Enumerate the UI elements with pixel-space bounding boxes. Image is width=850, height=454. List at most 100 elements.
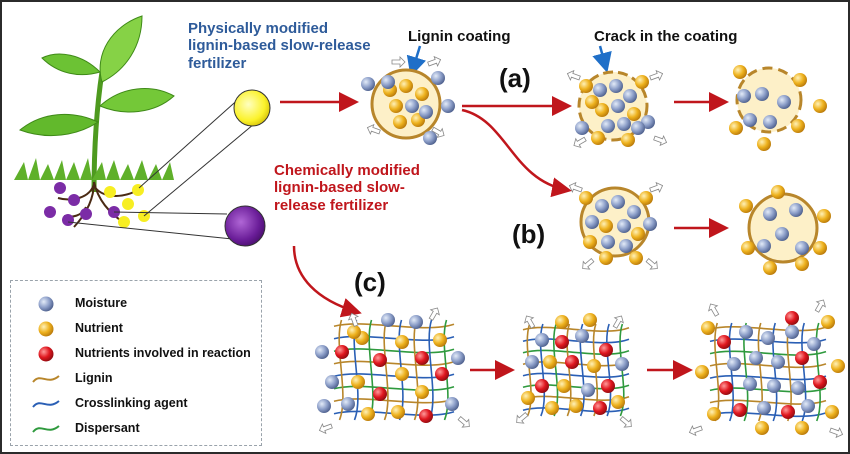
nutrient-particle (585, 95, 599, 109)
legend: Moisture Nutrient Nutrients involved in … (10, 280, 262, 446)
diffusion-arrow (427, 55, 442, 68)
nutrient-particle (543, 355, 557, 369)
nutrient-particle (627, 107, 641, 121)
moisture-particle (737, 89, 751, 103)
nutrient-particle (599, 251, 613, 265)
nutrient-particle (399, 79, 413, 93)
nutrient-particle (791, 119, 805, 133)
moisture-particle (525, 355, 539, 369)
diffusion-arrow (524, 315, 536, 329)
crack-label: Crack in the coating (594, 28, 738, 45)
diffusion-arrow (516, 412, 529, 424)
nutrient-particle (347, 325, 361, 339)
legend-nutrient-label: Nutrient (75, 321, 123, 335)
nutrient-particle (831, 359, 845, 373)
nutrient-particle (595, 103, 609, 117)
nutrient-particle (579, 191, 593, 205)
moisture-particle (743, 113, 757, 127)
nutrient-particle (639, 191, 653, 205)
moisture-particle (749, 351, 763, 365)
physical-label-line-3: fertilizer (188, 54, 247, 72)
lignin-line-icon (32, 375, 60, 383)
legend-moisture-label: Moisture (75, 296, 128, 310)
moisture-particle (585, 215, 599, 229)
moisture-particle (743, 377, 757, 391)
nutrient-particle (587, 359, 601, 373)
diffusion-arrow (619, 416, 632, 428)
moisture-particle (619, 239, 633, 253)
reacted-nutrient-particle (813, 375, 827, 389)
diffusion-arrow (645, 258, 658, 270)
diffusion-arrow (457, 416, 470, 428)
plant-illustration (14, 15, 175, 228)
nutrient-particle (733, 65, 747, 79)
moisture-particle (761, 331, 775, 345)
nutrient-particle (621, 133, 635, 147)
moisture-particle (595, 199, 609, 213)
moisture-particle (581, 383, 595, 397)
reacted-nutrient-particle (435, 367, 449, 381)
moisture-particle (325, 375, 339, 389)
moisture-particle (763, 207, 777, 221)
particles (315, 65, 845, 435)
legend-crosslinker: Crosslinking agent (11, 393, 261, 413)
nutrient-particle (433, 333, 447, 347)
nutrient-particle (583, 313, 597, 327)
nutrient-particle (415, 87, 429, 101)
nutrient-icon (38, 321, 54, 337)
diffusion-arrow (582, 258, 595, 270)
nutrient-particle (701, 321, 715, 335)
reacted-nutrient-particle (555, 335, 569, 349)
moisture-particle (739, 325, 753, 339)
nutrient-particle (599, 219, 613, 233)
nutrient-particle (521, 391, 535, 405)
chemical-granule-zoom (224, 205, 266, 247)
legend-dispersant-label: Dispersant (75, 421, 140, 435)
reacted-nutrient-particle (419, 409, 433, 423)
nutrient-particle (695, 365, 709, 379)
diffusion-arrow (814, 299, 826, 313)
pointer-arrows (406, 45, 612, 77)
path-a-tag: (a) (499, 63, 531, 93)
reacted-nutrient-particle (565, 355, 579, 369)
reacted-nutrient-particle (733, 403, 747, 417)
moisture-particle (593, 83, 607, 97)
moisture-particle (615, 357, 629, 371)
moisture-particle (801, 399, 815, 413)
diffusion-arrow (649, 181, 664, 194)
moisture-particle (775, 227, 789, 241)
moisture-particle (535, 333, 549, 347)
chemical-label-line-3: release fertilizer (274, 196, 389, 214)
moisture-particle (341, 397, 355, 411)
crosslinker-line-icon (32, 400, 60, 408)
nutrient-particle (825, 405, 839, 419)
legend-lignin-label: Lignin (75, 371, 113, 385)
diffusion-arrow (428, 307, 440, 321)
legend-crosslinker-label: Crosslinking agent (75, 396, 188, 410)
moisture-particle (611, 195, 625, 209)
diffusion-arrow (391, 56, 406, 68)
moisture-particle (441, 99, 455, 113)
path-c-tag: (c) (354, 267, 386, 297)
legend-reacted: Nutrients involved in reaction (11, 343, 261, 363)
moisture-particle (627, 205, 641, 219)
reacted-nutrient-particle (373, 387, 387, 401)
moisture-particle (575, 329, 589, 343)
moisture-particle (405, 99, 419, 113)
moisture-particle (617, 117, 631, 131)
moisture-particle (757, 401, 771, 415)
moisture-particle (791, 381, 805, 395)
legend-reacted-label: Nutrients involved in reaction (75, 346, 251, 360)
diffusion-arrow (318, 422, 333, 435)
nutrient-particle (771, 185, 785, 199)
nutrient-particle (763, 261, 777, 275)
nutrient-particle (729, 121, 743, 135)
nutrient-particle (395, 335, 409, 349)
physical-granule-zoom (233, 89, 271, 127)
nutrient-particle (579, 79, 593, 93)
reacted-nutrient-icon (38, 346, 54, 362)
moisture-icon (38, 296, 54, 312)
nutrient-particle (635, 75, 649, 89)
